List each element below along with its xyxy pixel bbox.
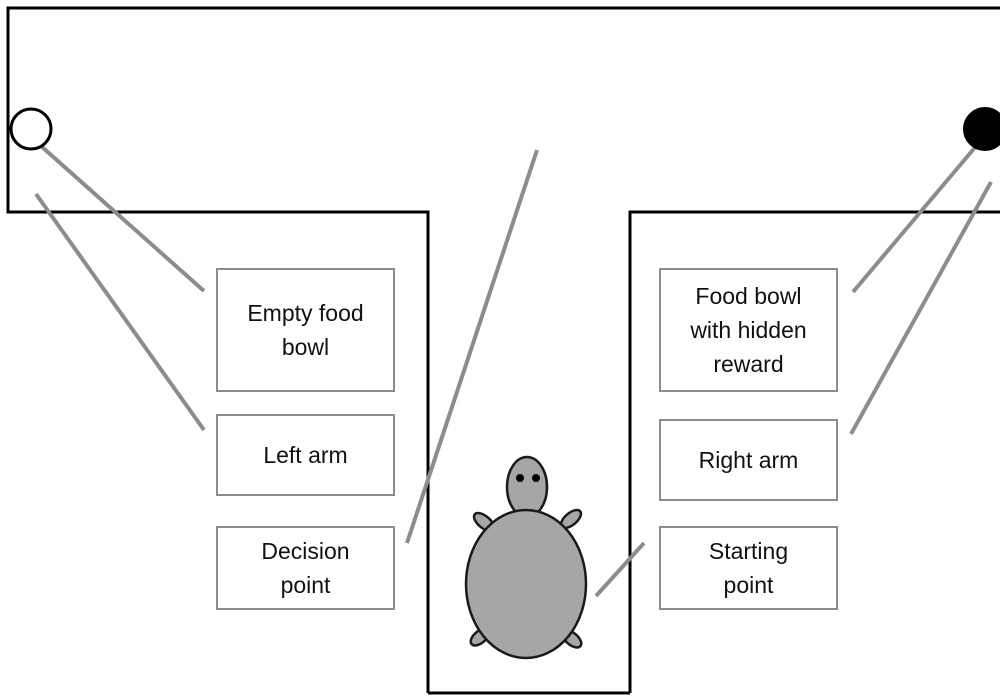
leader-decision-point	[405, 149, 539, 544]
leader-right-arm	[849, 181, 993, 435]
leader-empty-bowl	[30, 136, 206, 293]
food-bowl-reward-label: Food bowl with hidden reward	[659, 268, 838, 392]
turtle-shell	[464, 508, 588, 660]
starting-point-label: Starting point	[659, 526, 838, 610]
turtle-eye-left	[516, 474, 524, 482]
turtle-icon	[464, 455, 588, 660]
turtle-eye-right	[532, 474, 540, 482]
maze-walls-left	[6, 6, 1000, 693]
leader-starting-point	[594, 541, 646, 598]
empty-bowl-icon	[9, 107, 53, 151]
leader-left-arm	[34, 192, 206, 432]
empty-food-bowl-label: Empty food bowl	[216, 268, 395, 392]
right-arm-label: Right arm	[659, 419, 838, 501]
filled-bowl-icon	[963, 107, 1000, 151]
decision-point-label: Decision point	[216, 526, 395, 610]
leader-lines	[30, 130, 993, 598]
leader-food-bowl	[851, 130, 990, 294]
maze-walls-right	[628, 210, 1000, 693]
turtle-head	[505, 455, 549, 519]
left-arm-label: Left arm	[216, 414, 395, 496]
